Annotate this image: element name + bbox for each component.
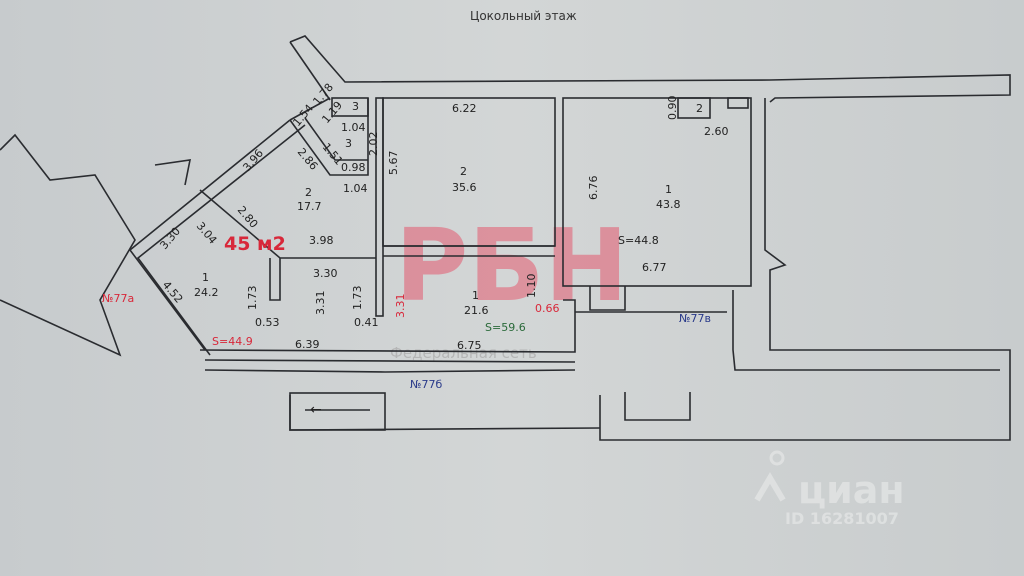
room-labels: 1 24.2 2 17.7 3 3 2 35.6 1 21.6 1 43.8 2 [194, 100, 703, 317]
dimension-label: 2.60 [704, 125, 729, 138]
dimension-label: 1.73 [351, 286, 364, 311]
arrow-icon: ← [310, 402, 322, 418]
dimension-label: 6.39 [295, 338, 320, 351]
rbn-subtitle: Федеральная сеть [390, 344, 537, 362]
room-number: 3 [352, 100, 359, 113]
dimension-label: 5.67 [387, 151, 400, 176]
dimension-label: 6.75 [457, 339, 482, 352]
dimension-label: 2.86 [295, 146, 321, 173]
dimension-label: 0.41 [354, 316, 379, 329]
dimension-label: 3.98 [309, 234, 334, 247]
premise-c: №77в [679, 312, 711, 325]
dimension-label: 3.30 [157, 225, 183, 252]
room-number: 2 [305, 186, 312, 199]
dimension-label: 3.30 [313, 267, 338, 280]
rbn-watermark: РБН [395, 207, 628, 324]
total-a: S=44.9 [212, 335, 253, 348]
cian-logo: циан ID 16281007 [754, 450, 905, 528]
dimension-label: 1.04 [341, 121, 366, 134]
dimension-label: 1.54 [290, 102, 316, 129]
dimension-label: 0.66 [535, 302, 560, 315]
dimension-label: 6.22 [452, 102, 477, 115]
pin-icon [769, 450, 785, 466]
room-number: 1 [202, 271, 209, 284]
room-area: 17.7 [297, 200, 322, 213]
dimension-label: 2.02 [367, 132, 380, 157]
room-area: 21.6 [464, 304, 489, 317]
dimension-label: 2.80 [235, 204, 261, 231]
dimension-label: 3.31 [394, 294, 407, 319]
dimension-label: 0.98 [341, 161, 366, 174]
premise-b: №77б [410, 378, 442, 391]
dimension-label: 3.04 [194, 220, 220, 247]
room-number: 3 [345, 137, 352, 150]
total-c: S=44.8 [618, 234, 659, 247]
dimension-label: 1.73 [246, 286, 259, 311]
listing-id: ID 16281007 [785, 509, 899, 528]
dimension-label: 1.04 [343, 182, 368, 195]
room-number: 2 [460, 165, 467, 178]
dimension-label: 6.76 [587, 176, 600, 201]
room-number: 1 [665, 183, 672, 196]
dimension-label: 6.77 [642, 261, 667, 274]
room-number: 2 [696, 102, 703, 115]
dimension-label: 3.96 [240, 147, 266, 174]
dimension-label: 3.31 [314, 291, 327, 316]
room-number: 1 [472, 289, 479, 302]
dimension-label: 0.90 [666, 96, 679, 121]
premise-a: №77а [102, 292, 134, 305]
cian-wordmark: циан [798, 468, 905, 512]
highlight-area: 45 м2 [224, 233, 286, 255]
dimension-label: 0.53 [255, 316, 280, 329]
room-area: 35.6 [452, 181, 477, 194]
plan-title: Цокольный этаж [470, 9, 577, 23]
room-area: 43.8 [656, 198, 681, 211]
walls [0, 35, 1011, 441]
room-area: 24.2 [194, 286, 219, 299]
dimension-label: 1.10 [525, 274, 538, 299]
total-b: S=59.6 [485, 321, 526, 334]
